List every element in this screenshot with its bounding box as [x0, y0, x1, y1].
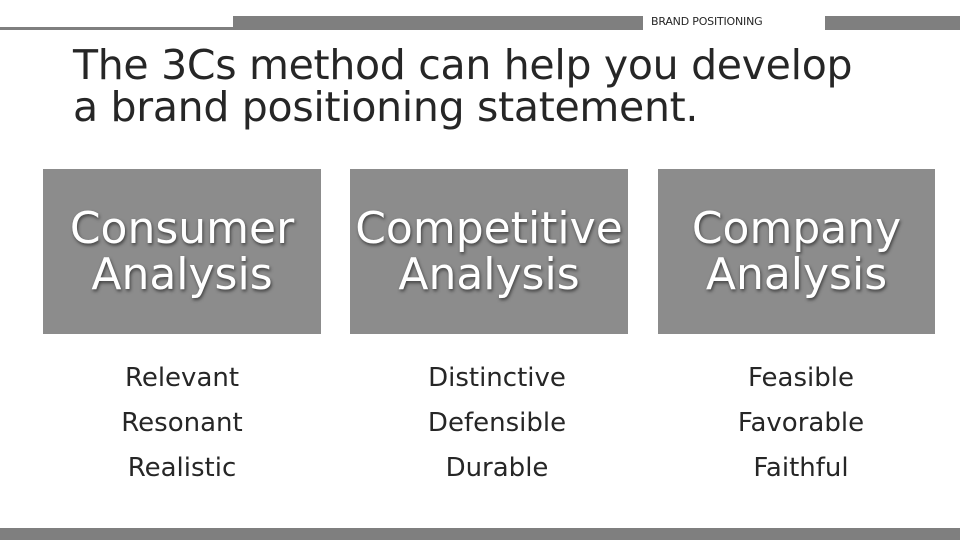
footer-bar: [0, 528, 960, 540]
list-item: Faithful: [753, 453, 849, 483]
list-item: Resonant: [121, 408, 243, 438]
consumer-analysis-box: Consumer Analysis: [43, 169, 321, 334]
company-analysis-box: Company Analysis: [658, 169, 935, 334]
list-item: Feasible: [748, 363, 854, 393]
section-label: BRAND POSITIONING: [651, 15, 763, 28]
consumer-heading-line-2: Analysis: [91, 248, 273, 300]
list-item: Favorable: [737, 408, 865, 438]
company-heading-line-2: Analysis: [705, 248, 888, 300]
header-bar-right: [825, 16, 960, 30]
list-item: Realistic: [127, 453, 237, 483]
company-criteria-list: Feasible Favorable Faithful: [662, 356, 940, 491]
list-item: Durable: [445, 453, 549, 483]
consumer-heading-line-1: Consumer: [69, 202, 295, 254]
list-item: Defensible: [427, 408, 567, 438]
company-heading-line-1: Company: [691, 202, 902, 254]
competitive-analysis-box: Competitive Analysis: [350, 169, 628, 334]
competitive-heading-line-2: Analysis: [398, 248, 580, 300]
list-item: Relevant: [124, 363, 240, 393]
list-item: Distinctive: [428, 363, 566, 393]
header-bar-left: [233, 16, 643, 30]
competitive-heading-line-1: Competitive: [355, 202, 623, 254]
header-rule: [0, 27, 233, 30]
competitive-criteria-list: Distinctive Defensible Durable: [358, 356, 636, 491]
slide-title: The 3Cs method can help you develop a br…: [73, 44, 933, 128]
title-line-1: The 3Cs method can help you develop: [73, 41, 853, 89]
consumer-criteria-list: Relevant Resonant Realistic: [43, 356, 321, 491]
title-line-2: a brand positioning statement.: [73, 83, 699, 131]
